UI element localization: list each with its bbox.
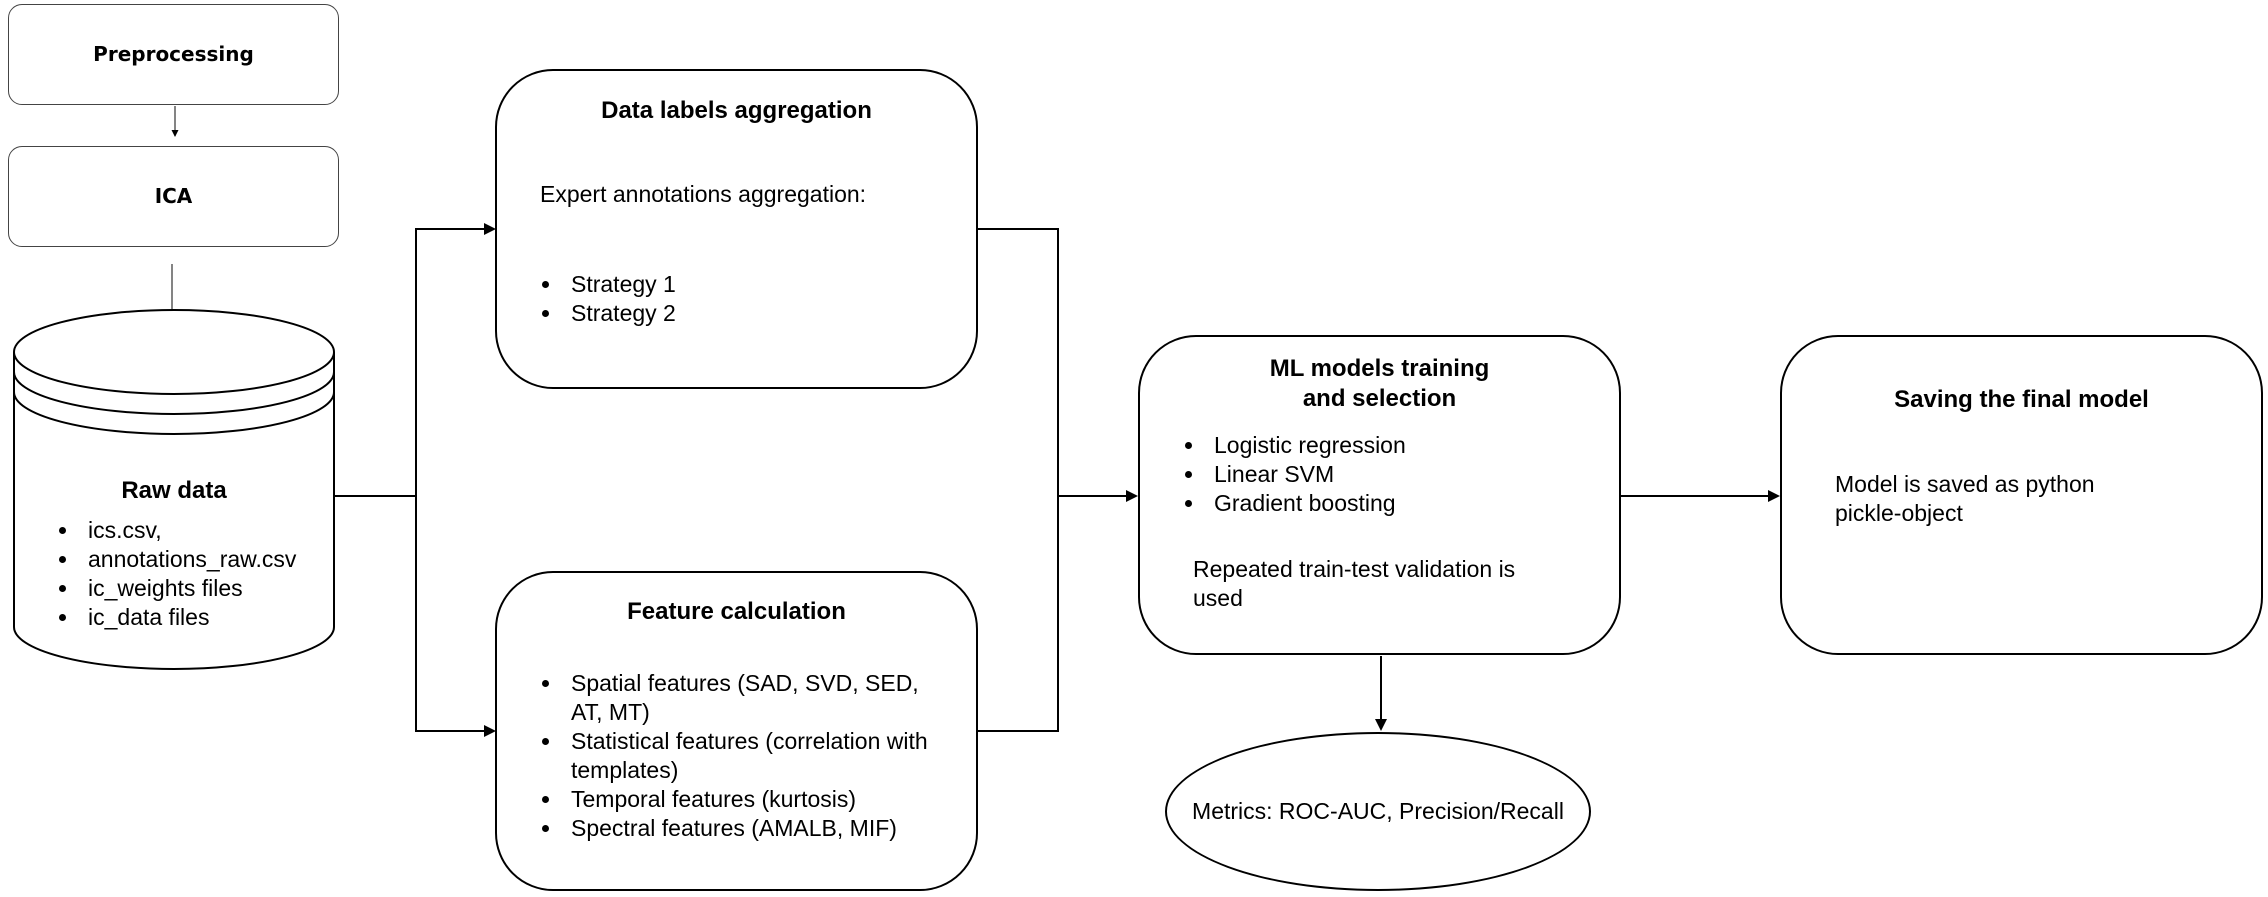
- connector-labels-merge: [978, 228, 1059, 732]
- labels-box: Data labels aggregation Expert annotatio…: [495, 69, 978, 389]
- list-item: Logistic regression: [1206, 431, 1406, 460]
- final-box: Saving the final model Model is saved as…: [1780, 335, 2263, 655]
- list-item: ics.csv,: [80, 516, 372, 545]
- raw-data-list: ics.csv, annotations_raw.csv ic_weights …: [52, 516, 372, 632]
- ml-title-line1: ML models training: [1269, 355, 1490, 382]
- list-item: Strategy 2: [563, 299, 676, 328]
- features-box: Feature calculation Spatial features (SA…: [495, 571, 978, 891]
- raw-data-content: Raw data ics.csv, annotations_raw.csv ic…: [14, 476, 334, 630]
- labels-list: Strategy 1 Strategy 2: [535, 270, 676, 328]
- ml-list: Logistic regression Linear SVM Gradient …: [1178, 431, 1406, 518]
- ml-title-line2: and selection: [1302, 385, 1457, 412]
- preprocessing-box: Preprocessing: [8, 4, 339, 105]
- labels-subtitle: Expert annotations aggregation:: [540, 181, 867, 207]
- list-item: Temporal features (kurtosis): [563, 785, 928, 814]
- ica-box: ICA: [8, 146, 339, 247]
- list-item: Spatial features (SAD, SVD, SED,AT, MT): [563, 669, 928, 727]
- ica-title: ICA: [154, 184, 193, 208]
- raw-data-cylinder: [12, 309, 336, 670]
- arrow-raw-to-features: [415, 496, 496, 737]
- list-item: Statistical features (correlation withte…: [563, 727, 928, 785]
- features-title: Feature calculation: [627, 598, 846, 625]
- ml-box: ML models training and selection Logisti…: [1138, 335, 1621, 655]
- ml-title: ML models training and selection: [1140, 354, 1619, 414]
- arrow-raw-to-labels: [415, 223, 496, 496]
- list-item: annotations_raw.csv: [80, 545, 372, 574]
- list-item: ic_weights files: [80, 574, 372, 603]
- labels-title: Data labels aggregation: [601, 97, 872, 124]
- metrics-ellipse: Metrics: ROC-AUC, Precision/Recall: [1165, 732, 1591, 891]
- list-item: Strategy 1: [563, 270, 676, 299]
- features-list: Spatial features (SAD, SVD, SED,AT, MT) …: [535, 669, 928, 843]
- list-item: Spectral features (AMALB, MIF): [563, 814, 928, 843]
- metrics-label: Metrics: ROC-AUC, Precision/Recall: [1192, 798, 1564, 824]
- final-title: Saving the final model: [1894, 386, 2149, 413]
- list-item: ic_data files: [80, 603, 372, 632]
- list-item: Gradient boosting: [1206, 489, 1406, 518]
- list-item: Linear SVM: [1206, 460, 1406, 489]
- preprocessing-title: Preprocessing: [93, 42, 254, 66]
- raw-data-title: Raw data: [121, 477, 227, 504]
